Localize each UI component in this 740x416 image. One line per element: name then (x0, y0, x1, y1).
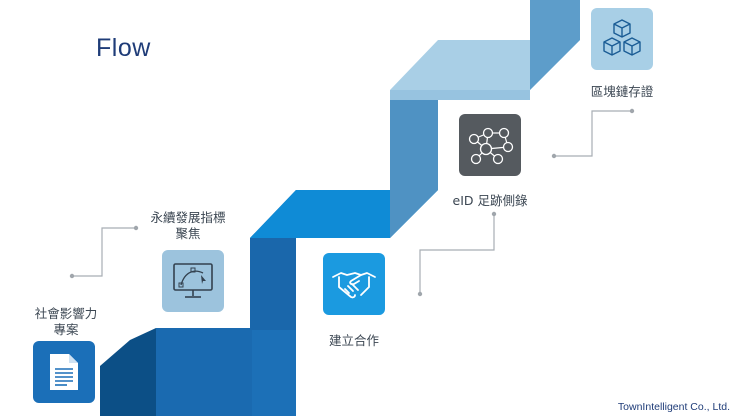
document-icon (50, 354, 78, 390)
step-tile-monitor (162, 250, 224, 312)
step-tile-blockchain (591, 8, 653, 70)
step-label-partnership: 建立合作 (328, 333, 379, 348)
step-label-blockchain: 區塊鏈存證 (590, 84, 654, 99)
monitor-curve-icon (173, 263, 213, 298)
network-nodes-icon (468, 127, 514, 165)
step-label-sdg-focus: 永續發展指標 聚焦 (150, 210, 226, 241)
company-footer: TownIntelligent Co., Ltd. (617, 401, 730, 413)
step-tile-document (33, 341, 95, 403)
cubes-icon (603, 19, 641, 56)
step-tile-network (459, 114, 521, 176)
step-label-eid-footprint: eID 足跡側錄 (452, 193, 528, 208)
step-tile-handshake (323, 253, 385, 315)
page-title: Flow (96, 34, 151, 62)
handshake-icon (332, 272, 376, 299)
step-label-social-impact: 社會影響力 專案 (34, 306, 98, 337)
